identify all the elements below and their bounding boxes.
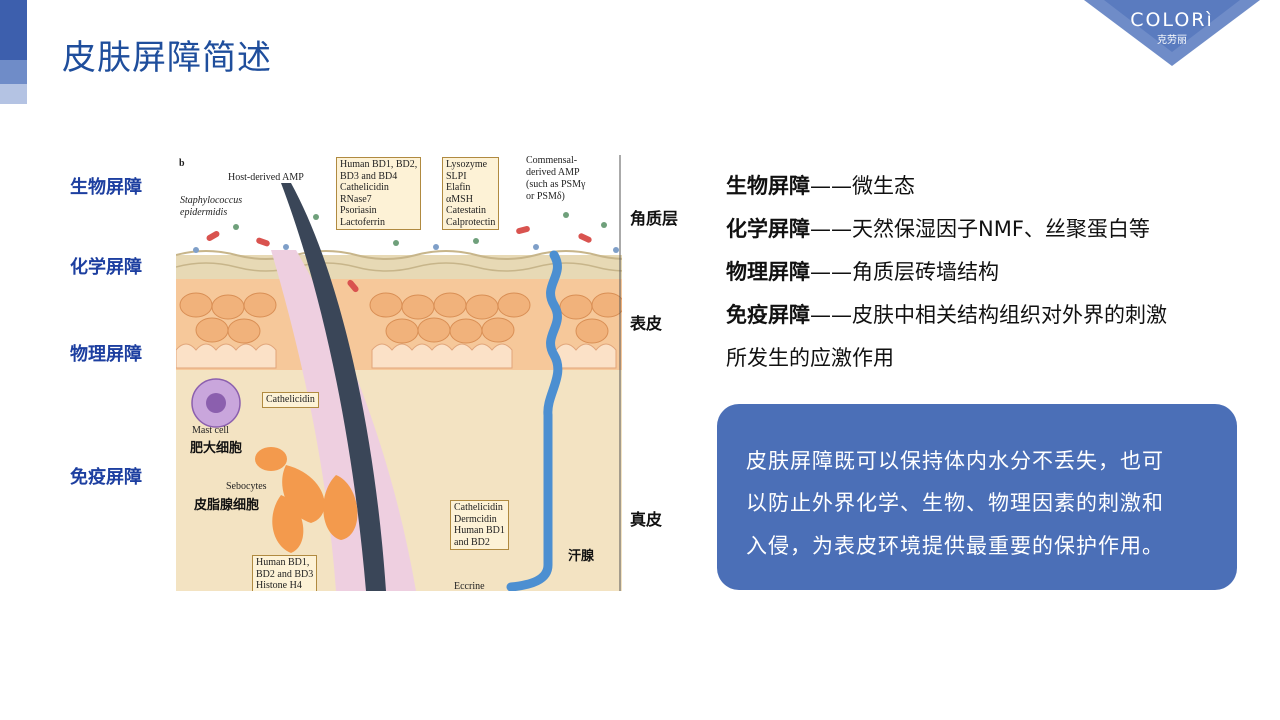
- amp-box-1-line: Cathelicidin: [340, 182, 389, 193]
- layer-label-dermis: 真皮: [630, 510, 663, 529]
- sebocytes-label: Sebocytes: [226, 481, 267, 492]
- sebocyte-amp-line: Histone H4: [256, 580, 302, 591]
- layer-label-epidermis: 表皮: [630, 314, 663, 333]
- summary-line-2: 以防止外界化学、生物、物理因素的刺激和: [746, 491, 1164, 515]
- commensal-line: derived AMP: [526, 167, 580, 178]
- eccrine-label: Eccrine: [454, 581, 485, 591]
- bullet-chem: 化学屏障——天然保湿因子NMF、丝聚蛋白等: [726, 213, 1150, 243]
- mast-cell-label: Mast cell: [192, 425, 229, 436]
- commensal-label: Commensal- derived AMP (such as PSMγ or …: [526, 155, 585, 203]
- summary-panel: [717, 404, 1237, 590]
- sweat-amp-line: Human BD1: [454, 525, 505, 536]
- sebocytes-label-zh: 皮脂腺细胞: [194, 498, 260, 513]
- barrier-label-bio: 生物屏障: [70, 177, 142, 198]
- barrier-label-phys: 物理屏障: [70, 344, 142, 365]
- amp-box-2-line: Catestatin: [446, 205, 486, 216]
- bullet-text: ——角质层砖墙结构: [810, 260, 999, 284]
- bullet-phys: 物理屏障——角质层砖墙结构: [726, 256, 999, 286]
- summary-line-1: 皮肤屏障既可以保持体内水分不丢失，也可: [746, 449, 1164, 473]
- amp-box-2-line: Elafin: [446, 182, 471, 193]
- logo-subtext: 克劳丽: [1157, 35, 1187, 46]
- sweat-amp-line: and BD2: [454, 536, 490, 548]
- bullet-text: ——皮肤中相关结构组织对外界的刺激: [810, 303, 1167, 327]
- sebocyte-amp-box: Human BD1, BD2 and BD3 Histone H4: [252, 555, 318, 591]
- amp-box-1: Human BD1, BD2, BD3 and BD4 Cathelicidin…: [336, 157, 422, 230]
- commensal-line: Commensal-: [526, 155, 578, 166]
- staph-label-2: epidermidis: [180, 207, 228, 218]
- sweat-amp-line: Cathelicidin: [454, 502, 503, 513]
- amp-box-2-line: Calprotectin: [446, 216, 496, 228]
- commensal-line: or PSMδ): [526, 191, 565, 202]
- amp-box-2-line: Lysozyme: [446, 159, 488, 170]
- sebocyte-amp-line: Human BD1,: [256, 557, 310, 568]
- amp-box-1-line: BD3 and BD4: [340, 170, 398, 182]
- sweat-gland-label-zh: 汗腺: [568, 549, 595, 564]
- bullet-label: 物理屏障: [726, 260, 810, 284]
- layer-label-corneum: 角质层: [630, 209, 679, 228]
- bullet-immune: 免疫屏障——皮肤中相关结构组织对外界的刺激: [726, 299, 1167, 329]
- staph-label-1: Staphylococcus: [180, 195, 243, 206]
- barrier-label-chem: 化学屏障: [70, 257, 142, 278]
- summary-line-3: 入侵，为表皮环境提供最重要的保护作用。: [746, 534, 1164, 558]
- corner-accent-light: [0, 84, 27, 104]
- amp-box-2-line: αMSH: [446, 193, 473, 205]
- bullet-immune-cont: 所发生的应激作用: [726, 346, 894, 370]
- diagram-panel-letter: b: [179, 158, 185, 169]
- sweat-amp-box: Cathelicidin Dermcidin Human BD1 and BD2: [450, 500, 509, 550]
- bullet-text: ——天然保湿因子NMF、丝聚蛋白等: [810, 217, 1150, 241]
- barrier-label-immune: 免疫屏障: [70, 467, 142, 488]
- bullet-label: 免疫屏障: [726, 303, 810, 327]
- commensal-line: (such as PSMγ: [526, 179, 586, 190]
- mast-cell-label-zh: 肥大细胞: [190, 441, 243, 456]
- amp-box-2: Lysozyme SLPI Elafin αMSH Catestatin Cal…: [442, 157, 500, 230]
- host-amp-label: Host-derived AMP: [228, 172, 304, 183]
- amp-box-1-line: Lactoferrin: [340, 216, 385, 228]
- corner-accent-dark: [0, 0, 27, 60]
- logo-text: COLORì: [1130, 9, 1214, 31]
- corner-accent-mid: [0, 60, 27, 84]
- amp-box-2-line: SLPI: [446, 170, 467, 182]
- sebocyte-amp-line: BD2 and BD3: [256, 568, 314, 580]
- bullet-text: ——微生态: [810, 174, 915, 198]
- brand-logo: [1084, 0, 1260, 66]
- skin-barrier-diagram: b Host-derived AMP Staphylococcus epider…: [176, 155, 622, 591]
- bullet-bio: 生物屏障——微生态: [726, 170, 915, 200]
- bullet-label: 化学屏障: [726, 217, 810, 241]
- amp-box-1-line: RNase7: [340, 193, 372, 205]
- bullet-label: 生物屏障: [726, 174, 810, 198]
- page-title: 皮肤屏障简述: [62, 38, 272, 78]
- amp-box-1-line: Psoriasin: [340, 205, 377, 216]
- sweat-amp-line: Dermcidin: [454, 513, 497, 525]
- amp-box-1-line: Human BD1, BD2,: [340, 159, 418, 170]
- cathelicidin-box: Cathelicidin: [262, 392, 319, 408]
